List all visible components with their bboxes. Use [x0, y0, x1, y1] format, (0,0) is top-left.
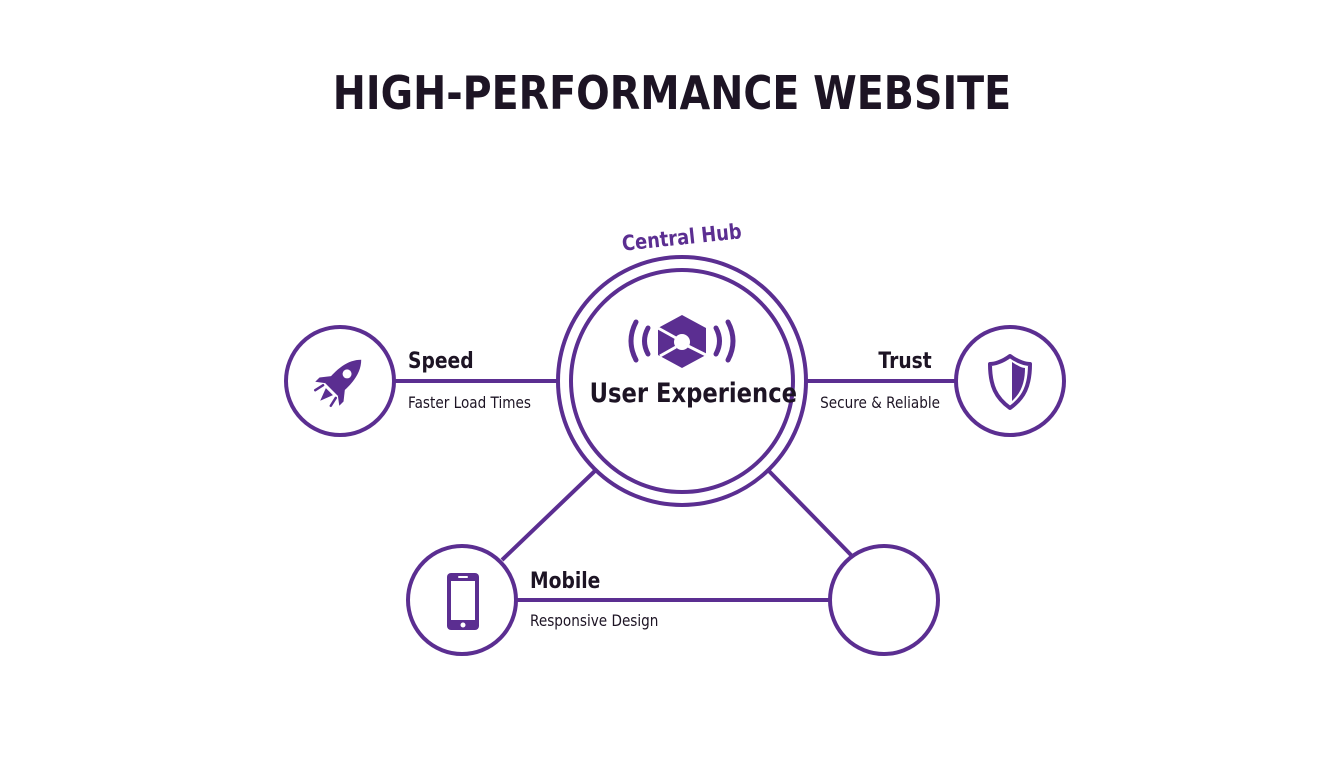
hub-inner-ring [569, 268, 795, 494]
rocket-icon [314, 359, 362, 407]
shield-icon [988, 354, 1032, 410]
hub-outer-ring [556, 255, 808, 507]
node-speed-subtitle: Faster Load Times [408, 393, 531, 412]
smartphone-icon [447, 573, 479, 630]
node-mobile-subtitle: Responsive Design [530, 611, 659, 630]
connector-empty [764, 466, 854, 558]
hub-title: User Experience [589, 378, 798, 409]
node-trust-subtitle: Secure & Reliable [820, 393, 940, 412]
node-speed-title: Speed [408, 349, 474, 374]
node-trust-title: Trust [878, 349, 932, 374]
node-mobile-title: Mobile [530, 569, 601, 594]
node-empty-circle[interactable] [828, 544, 940, 656]
connector-mobile [500, 466, 600, 562]
page-title: HIGH-PERFORMANCE WEBSITE [332, 66, 1012, 120]
broadcast-hexagon-icon [628, 315, 736, 368]
